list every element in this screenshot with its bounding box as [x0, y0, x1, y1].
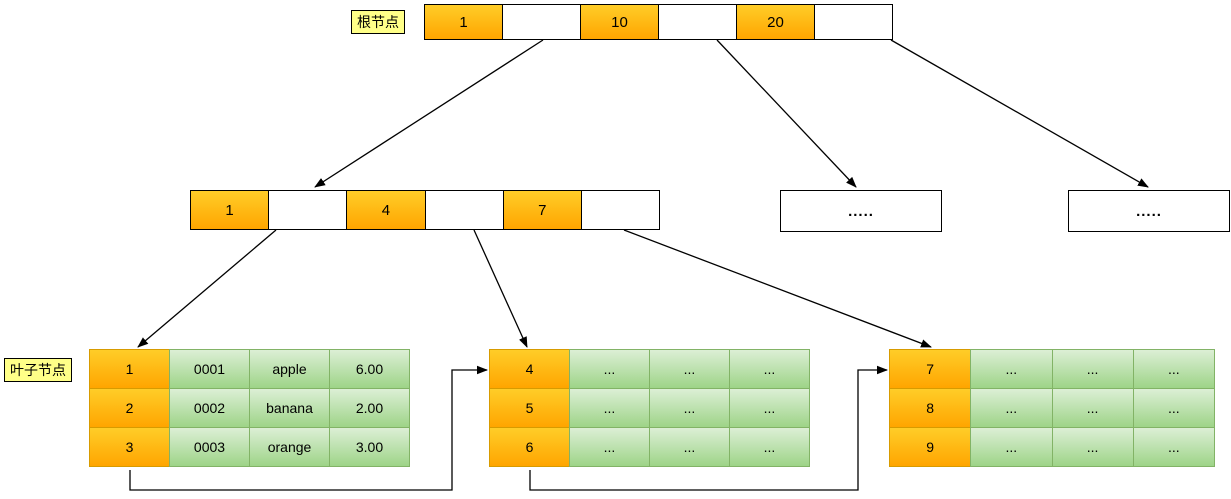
leaf-key-cell: 1 — [89, 349, 170, 389]
edge-root-to-internal — [314, 39, 544, 188]
leaf-value-cell: ... — [729, 388, 810, 428]
leaf-key-cell: 4 — [489, 349, 570, 389]
leaf-node-label: 叶子节点 — [4, 358, 72, 382]
root-node: 1 10 20 — [424, 4, 893, 40]
leaf-value-cell: ... — [970, 349, 1053, 389]
internal-key-cell: 4 — [346, 190, 426, 230]
leaf-value-cell: 6.00 — [329, 349, 410, 389]
leaf-value-cell: ... — [569, 388, 650, 428]
leaf-key-cell: 2 — [89, 388, 170, 428]
leaf-key-cell: 3 — [89, 427, 170, 467]
leaf-value-cell: ... — [649, 388, 730, 428]
root-key-cell: 20 — [736, 4, 815, 40]
leaf-value-cell: 0001 — [169, 349, 250, 389]
leaf-value-cell: ... — [970, 427, 1053, 467]
leaf-value-cell: ... — [649, 349, 730, 389]
root-key-cell: 10 — [580, 4, 659, 40]
leaf-value-cell: orange — [249, 427, 330, 467]
leaf-value-cell: ... — [729, 427, 810, 467]
leaf-value-cell: apple — [249, 349, 330, 389]
root-node-label: 根节点 — [351, 10, 405, 34]
leaf-value-cell: ... — [970, 388, 1053, 428]
edge-internal-to-leaf-2 — [473, 229, 528, 348]
root-pointer-cell — [502, 4, 581, 40]
leaf-value-cell: 2.00 — [329, 388, 410, 428]
edge-root-to-collapsed-1 — [716, 39, 857, 188]
leaf-value-cell: ... — [1051, 388, 1134, 428]
edge-leaf1-to-leaf2-linked-list — [129, 365, 488, 491]
leaf-value-cell: ... — [569, 349, 650, 389]
leaf-key-cell: 7 — [889, 349, 972, 389]
leaf-value-cell: 0003 — [169, 427, 250, 467]
leaf-value-cell: ... — [1132, 388, 1215, 428]
leaf-value-cell: ... — [1051, 349, 1134, 389]
leaf-value-cell: 0002 — [169, 388, 250, 428]
root-pointer-cell — [814, 4, 893, 40]
edge-root-to-collapsed-2 — [890, 39, 1149, 188]
leaf-value-cell: ... — [1132, 427, 1215, 467]
leaf-node-table-1: 1 0001 apple 6.00 2 0002 banana 2.00 3 0… — [89, 349, 410, 467]
internal-key-cell: 7 — [502, 190, 582, 230]
edge-leaf2-to-leaf3-linked-list — [529, 365, 888, 491]
root-key-cell: 1 — [424, 4, 503, 40]
internal-key-cell: 1 — [190, 190, 270, 230]
leaf-value-cell: 3.00 — [329, 427, 410, 467]
leaf-value-cell: banana — [249, 388, 330, 428]
leaf-value-cell: ... — [729, 349, 810, 389]
collapsed-internal-node: ..... — [1068, 190, 1230, 232]
leaf-key-cell: 9 — [889, 427, 972, 467]
leaf-value-cell: ... — [569, 427, 650, 467]
collapsed-internal-node: ..... — [780, 190, 942, 232]
leaf-node-table-3: 7 ... ... ... 8 ... ... ... 9 ... ... ..… — [889, 349, 1215, 467]
internal-pointer-cell — [268, 190, 348, 230]
edge-internal-to-leaf-3 — [623, 229, 932, 348]
leaf-value-cell: ... — [1051, 427, 1134, 467]
edge-internal-to-leaf-1 — [137, 229, 277, 348]
root-pointer-cell — [658, 4, 737, 40]
leaf-node-table-2: 4 ... ... ... 5 ... ... ... 6 ... ... ..… — [489, 349, 810, 467]
leaf-key-cell: 8 — [889, 388, 972, 428]
leaf-key-cell: 5 — [489, 388, 570, 428]
internal-node: 1 4 7 — [190, 190, 661, 230]
internal-pointer-cell — [580, 190, 661, 230]
leaf-key-cell: 6 — [489, 427, 570, 467]
leaf-value-cell: ... — [1132, 349, 1215, 389]
leaf-value-cell: ... — [649, 427, 730, 467]
internal-pointer-cell — [424, 190, 504, 230]
